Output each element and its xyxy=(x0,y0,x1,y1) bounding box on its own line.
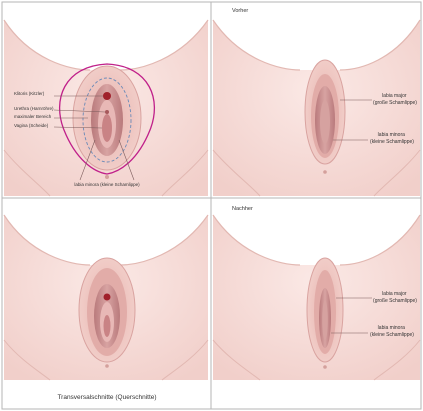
label-klitoris: Klitoris (Kitzler) xyxy=(14,91,45,96)
clitoris-marker xyxy=(104,294,111,301)
panel-title-vorher: Vorher xyxy=(232,8,248,14)
label-maximal: maximaler Bereich xyxy=(14,114,52,119)
label-vagina: Vagina (Scheide) xyxy=(14,123,49,128)
panel-title-nachher: Nachher xyxy=(232,206,253,212)
clitoris-marker xyxy=(103,92,111,100)
label-labia-minora-tl: labia minora (kleine Schamlippe) xyxy=(74,182,140,187)
caption-transversalschnitte: Transversalschnitte (Querschnitte) xyxy=(57,394,156,401)
label-urethra: Urethra (Harnröhre) xyxy=(14,106,54,111)
